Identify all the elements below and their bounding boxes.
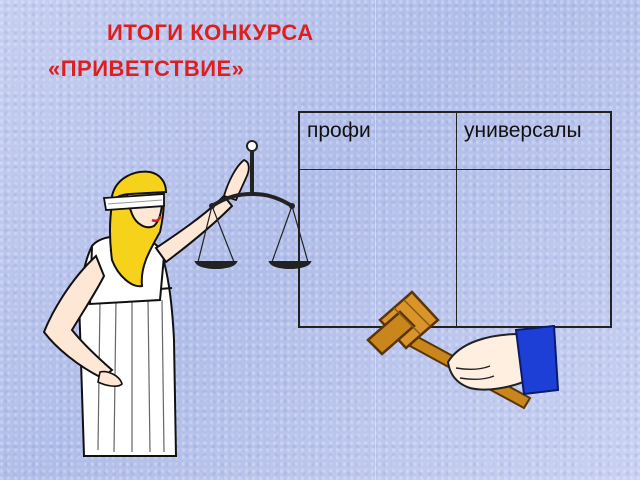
table-cell [456, 169, 612, 328]
slide-title-line2: «ПРИВЕТСТВИЕ» [48, 56, 245, 81]
column-header-universaly: универсалы [456, 111, 612, 170]
column-header-label: профи [307, 119, 371, 142]
slide-title-line1: ИТОГИ КОНКУРСА [107, 20, 314, 45]
column-header-label: универсалы [464, 119, 582, 142]
column-header-profi: профи [298, 111, 457, 170]
table-header-row: профи универсалы [298, 111, 612, 170]
themis-icon [42, 140, 312, 457]
table-row [298, 169, 612, 328]
gavel-icon [366, 290, 560, 410]
table-cell [298, 169, 457, 328]
results-table: профи универсалы [298, 111, 612, 328]
